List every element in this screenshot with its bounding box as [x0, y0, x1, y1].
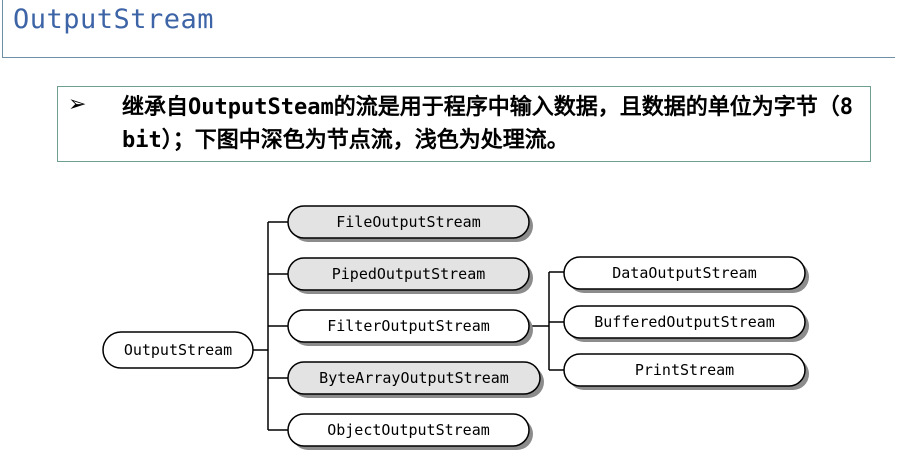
node-label: FilterOutputStream: [327, 317, 490, 335]
node-object-output-stream: ObjectOutputStream: [287, 413, 533, 450]
node-label: ObjectOutputStream: [327, 421, 490, 439]
node-shape: [287, 257, 530, 291]
node-piped-output-stream: PipedOutputStream: [287, 257, 533, 294]
node-label: BufferedOutputStream: [594, 313, 775, 331]
node-label: PipedOutputStream: [332, 265, 486, 283]
node-shape: [287, 413, 530, 447]
note-box: ➢ 继承自OutputSteam的流是用于程序中输入数据，且数据的单位为字节（8…: [57, 86, 871, 162]
node-shape: [563, 256, 806, 290]
node-shape: [287, 309, 530, 343]
node-output-stream: OutputStream: [102, 331, 254, 369]
page-title: OutputStream: [13, 4, 215, 35]
node-byte-array-output-stream: ByteArrayOutputStream: [287, 361, 544, 398]
node-shape: [102, 331, 254, 369]
diagram-nodes: OutputStream FileOutputStreamPipedOutputS…: [102, 205, 809, 450]
node-shape: [287, 205, 530, 239]
title-bar: OutputStream: [2, 0, 895, 58]
node-shape: [563, 305, 806, 339]
note-text: 继承自OutputSteam的流是用于程序中输入数据，且数据的单位为字节（8 b…: [122, 95, 853, 153]
node-data-output-stream: DataOutputStream: [563, 256, 809, 293]
node-label: DataOutputStream: [612, 264, 757, 282]
node-label: ByteArrayOutputStream: [319, 369, 509, 387]
node-label: OutputStream: [124, 341, 232, 359]
node-print-stream: PrintStream: [563, 353, 809, 390]
node-label: FileOutputStream: [336, 213, 481, 231]
connector-lines: [253, 221, 564, 431]
node-buffered-output-stream: BufferedOutputStream: [563, 305, 809, 342]
node-filter-output-stream: FilterOutputStream: [287, 309, 533, 346]
node-shape: [563, 353, 806, 387]
node-file-output-stream: FileOutputStream: [287, 205, 533, 242]
node-label: PrintStream: [635, 361, 734, 379]
node-shape: [287, 361, 541, 395]
bullet-arrow-icon: ➢: [68, 92, 87, 117]
